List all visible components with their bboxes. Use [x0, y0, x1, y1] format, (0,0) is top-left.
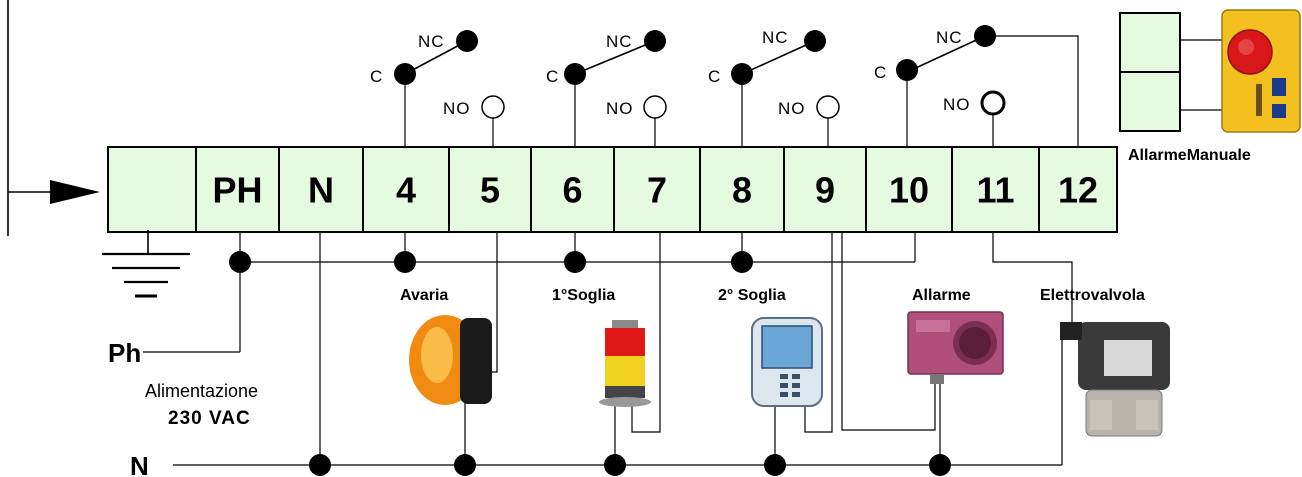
ph-supply-label: Ph: [108, 338, 141, 368]
terminal-cell: [951, 146, 1040, 233]
signal-tower-icon: [599, 320, 651, 407]
no-label: NO: [778, 99, 806, 118]
terminal-cell: [613, 146, 701, 233]
nc-label: NC: [418, 32, 445, 51]
c-label: C: [370, 67, 383, 86]
relay-1: NC C NO: [370, 30, 505, 147]
terminal-label: N: [308, 170, 334, 211]
c-contact-dot: [394, 63, 416, 85]
elettrovalvola-label: Elettrovalvola: [1040, 287, 1145, 304]
manual-alarm-label: AllarmeManuale: [1128, 147, 1251, 164]
siren-icon: [907, 311, 1004, 384]
avaria-label: Avaria: [400, 287, 448, 304]
terminal-cell: [278, 146, 364, 233]
allarme-label: Allarme: [912, 287, 971, 304]
terminal-cell: [1038, 146, 1118, 233]
nc-label: NC: [762, 28, 789, 47]
no-contact-dot: [816, 95, 840, 119]
no-label: NO: [606, 99, 634, 118]
ground-icon: [102, 230, 190, 298]
nc-contact-dot: [974, 25, 996, 47]
beacon-lamp-icon: [409, 315, 492, 405]
input-arrow: [7, 0, 100, 236]
c-label: C: [546, 67, 559, 86]
nc-contact-dot: [644, 30, 666, 52]
alimentazione-label: Alimentazione: [145, 381, 258, 401]
wiring-n-bus: [173, 232, 1063, 476]
nc-label: NC: [606, 32, 633, 51]
no-contact-dot: [481, 95, 505, 119]
terminal-block: PH N 4 5 6 7 8 9 10 11 12: [107, 146, 1118, 233]
terminal-cell: [362, 146, 450, 233]
n-supply-label: N: [130, 451, 149, 477]
terminal-label: 5: [480, 170, 500, 211]
solenoid-valve-icon: [1060, 322, 1170, 437]
manual-alarm-button: [1119, 9, 1301, 133]
terminal-cell: [865, 146, 953, 233]
no-label: NO: [943, 95, 971, 114]
nc-label: NC: [936, 28, 963, 47]
terminal-label: 7: [647, 170, 667, 211]
terminal-label: 9: [815, 170, 835, 211]
c-contact-dot: [896, 59, 918, 81]
terminal-label: 6: [562, 170, 582, 211]
voltage-label: 230 VAC: [168, 408, 251, 429]
relay-2: NC C NO: [546, 30, 667, 147]
relay-4: NC C NO: [874, 25, 1079, 147]
no-contact-dot: [980, 90, 1006, 116]
no-contact-dot: [643, 95, 667, 119]
terminal-label: 11: [976, 170, 1014, 211]
nc-contact-dot: [456, 30, 478, 52]
c-label: C: [708, 67, 721, 86]
terminal-cell: [783, 146, 867, 233]
terminal-label: 8: [732, 170, 752, 211]
terminal-cell: [107, 146, 197, 233]
wiring-ph-bus: [143, 232, 916, 353]
terminal-cell: [699, 146, 785, 233]
relay-3: NC C NO: [708, 28, 840, 147]
terminal-cell: [448, 146, 532, 233]
terminal-label: 10: [889, 170, 929, 211]
wiring-loads: [464, 232, 1073, 465]
no-label: NO: [443, 99, 471, 118]
soglia2-label: 2° Soglia: [718, 287, 786, 304]
terminal-label: PH: [212, 170, 262, 211]
terminal-label: 12: [1058, 170, 1098, 211]
terminal-label: 4: [396, 170, 416, 211]
nc-contact-dot: [804, 30, 826, 52]
soglia1-label: 1°Soglia: [552, 287, 615, 304]
c-contact-dot: [731, 63, 753, 85]
c-label: C: [874, 63, 887, 82]
c-contact-dot: [564, 63, 586, 85]
phone-dialer-icon: [751, 317, 823, 407]
